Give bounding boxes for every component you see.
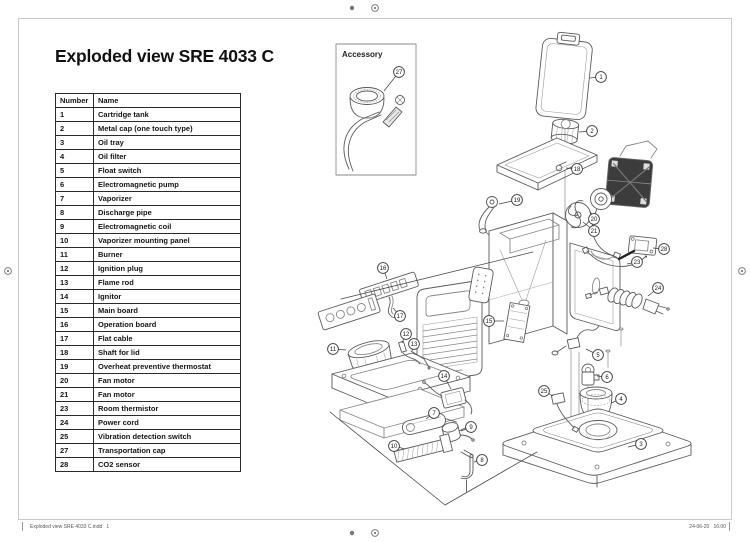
svg-text:5: 5: [596, 353, 600, 359]
callout-15: 15: [483, 315, 504, 327]
fan-guard-drawing: [605, 157, 654, 208]
burner-base-drawing: [331, 352, 471, 439]
svg-text:6: 6: [605, 375, 609, 381]
footer-timestamp: 24-06-20 16:00: [689, 524, 726, 530]
svg-text:27: 27: [396, 70, 403, 76]
print-marks: [4, 4, 746, 537]
callout-25: 25: [538, 385, 554, 397]
accessory-box: [335, 43, 417, 176]
ignition-plug-drawing: [398, 340, 421, 365]
callout-4: 4: [610, 393, 627, 405]
svg-text:15: 15: [486, 319, 493, 325]
operation-board-drawing: [317, 271, 419, 331]
svg-text:17: 17: [397, 314, 404, 320]
callout-8: 8: [473, 454, 488, 466]
lid-shaft-drawing: [496, 137, 598, 191]
guard-bracket-drawing: [619, 140, 658, 159]
svg-text:12: 12: [403, 332, 410, 338]
speaker-panel-drawing: [468, 266, 494, 304]
transportation-cap-drawing: [349, 87, 385, 119]
cartridge-tank-drawing: [535, 31, 593, 121]
svg-text:13: 13: [411, 342, 418, 348]
oil-tray-drawing: [532, 408, 664, 453]
svg-text:11: 11: [330, 347, 337, 353]
callout-1: 1: [589, 71, 607, 83]
fan-motor-drawing: [565, 188, 621, 260]
svg-text:10: 10: [391, 444, 398, 450]
svg-text:23: 23: [634, 260, 641, 266]
ignitor-drawing: [422, 380, 473, 415]
callout-3: 3: [627, 438, 647, 450]
crop-tick-left: [22, 522, 23, 531]
callout-19: 19: [498, 194, 523, 206]
callout-14: 14: [438, 370, 452, 390]
callout-5: 5: [585, 348, 604, 361]
power-cord-drawing: [585, 286, 670, 315]
svg-text:9: 9: [469, 425, 473, 431]
svg-text:16: 16: [380, 266, 387, 272]
svg-text:3: 3: [639, 442, 643, 448]
callout-23: 23: [626, 256, 643, 268]
accessory-label: Accessory: [342, 50, 383, 59]
callout-16: 16: [377, 262, 389, 280]
callout-12: 12: [400, 328, 412, 344]
callout-20: 20: [588, 210, 600, 225]
part-name-cell: CO2 sensor: [93, 457, 241, 472]
svg-text:4: 4: [619, 397, 623, 403]
callout-11: 11: [327, 343, 347, 355]
svg-text:18: 18: [574, 167, 581, 173]
svg-text:20: 20: [591, 217, 598, 223]
co2-sensor-drawing: [617, 235, 658, 261]
callout-2: 2: [578, 125, 598, 137]
svg-text:1: 1: [599, 75, 603, 81]
callout-7: 7: [425, 407, 440, 420]
discharge-pipe-drawing: [460, 449, 474, 493]
svg-text:28: 28: [661, 247, 668, 253]
crop-tick-right: [729, 522, 730, 531]
mounting-panel-drawing: [393, 433, 453, 463]
callout-9: 9: [460, 421, 477, 433]
svg-text:8: 8: [480, 458, 484, 464]
callout-21: 21: [582, 221, 600, 237]
callout-6: 6: [596, 371, 613, 383]
svg-text:2: 2: [590, 129, 594, 135]
callout-layer: 2712181920212823245643251617111213141579…: [327, 66, 670, 466]
siphon-tool-drawing: [343, 95, 405, 172]
callout-10: 10: [388, 440, 406, 452]
callout-17: 17: [392, 307, 406, 322]
svg-text:7: 7: [432, 411, 436, 417]
long-leader-lines: [329, 251, 538, 506]
footer-filename: Exploded view SRE 4033 C.indd 1: [30, 524, 110, 530]
svg-text:25: 25: [541, 389, 548, 395]
callout-27: 27: [383, 66, 405, 92]
callout-28: 28: [652, 243, 670, 255]
flame-rod-drawing: [410, 350, 431, 370]
main-board-drawing: [503, 302, 531, 343]
page-title: Exploded view SRE 4033 C: [55, 46, 274, 66]
callout-24: 24: [647, 282, 664, 297]
svg-text:14: 14: [441, 374, 448, 380]
callout-13: 13: [408, 338, 420, 352]
main-body-drawing: [488, 212, 568, 345]
svg-text:19: 19: [514, 198, 521, 204]
svg-text:24: 24: [655, 286, 662, 292]
callout-18: 18: [565, 163, 583, 175]
svg-text:21: 21: [591, 229, 598, 235]
